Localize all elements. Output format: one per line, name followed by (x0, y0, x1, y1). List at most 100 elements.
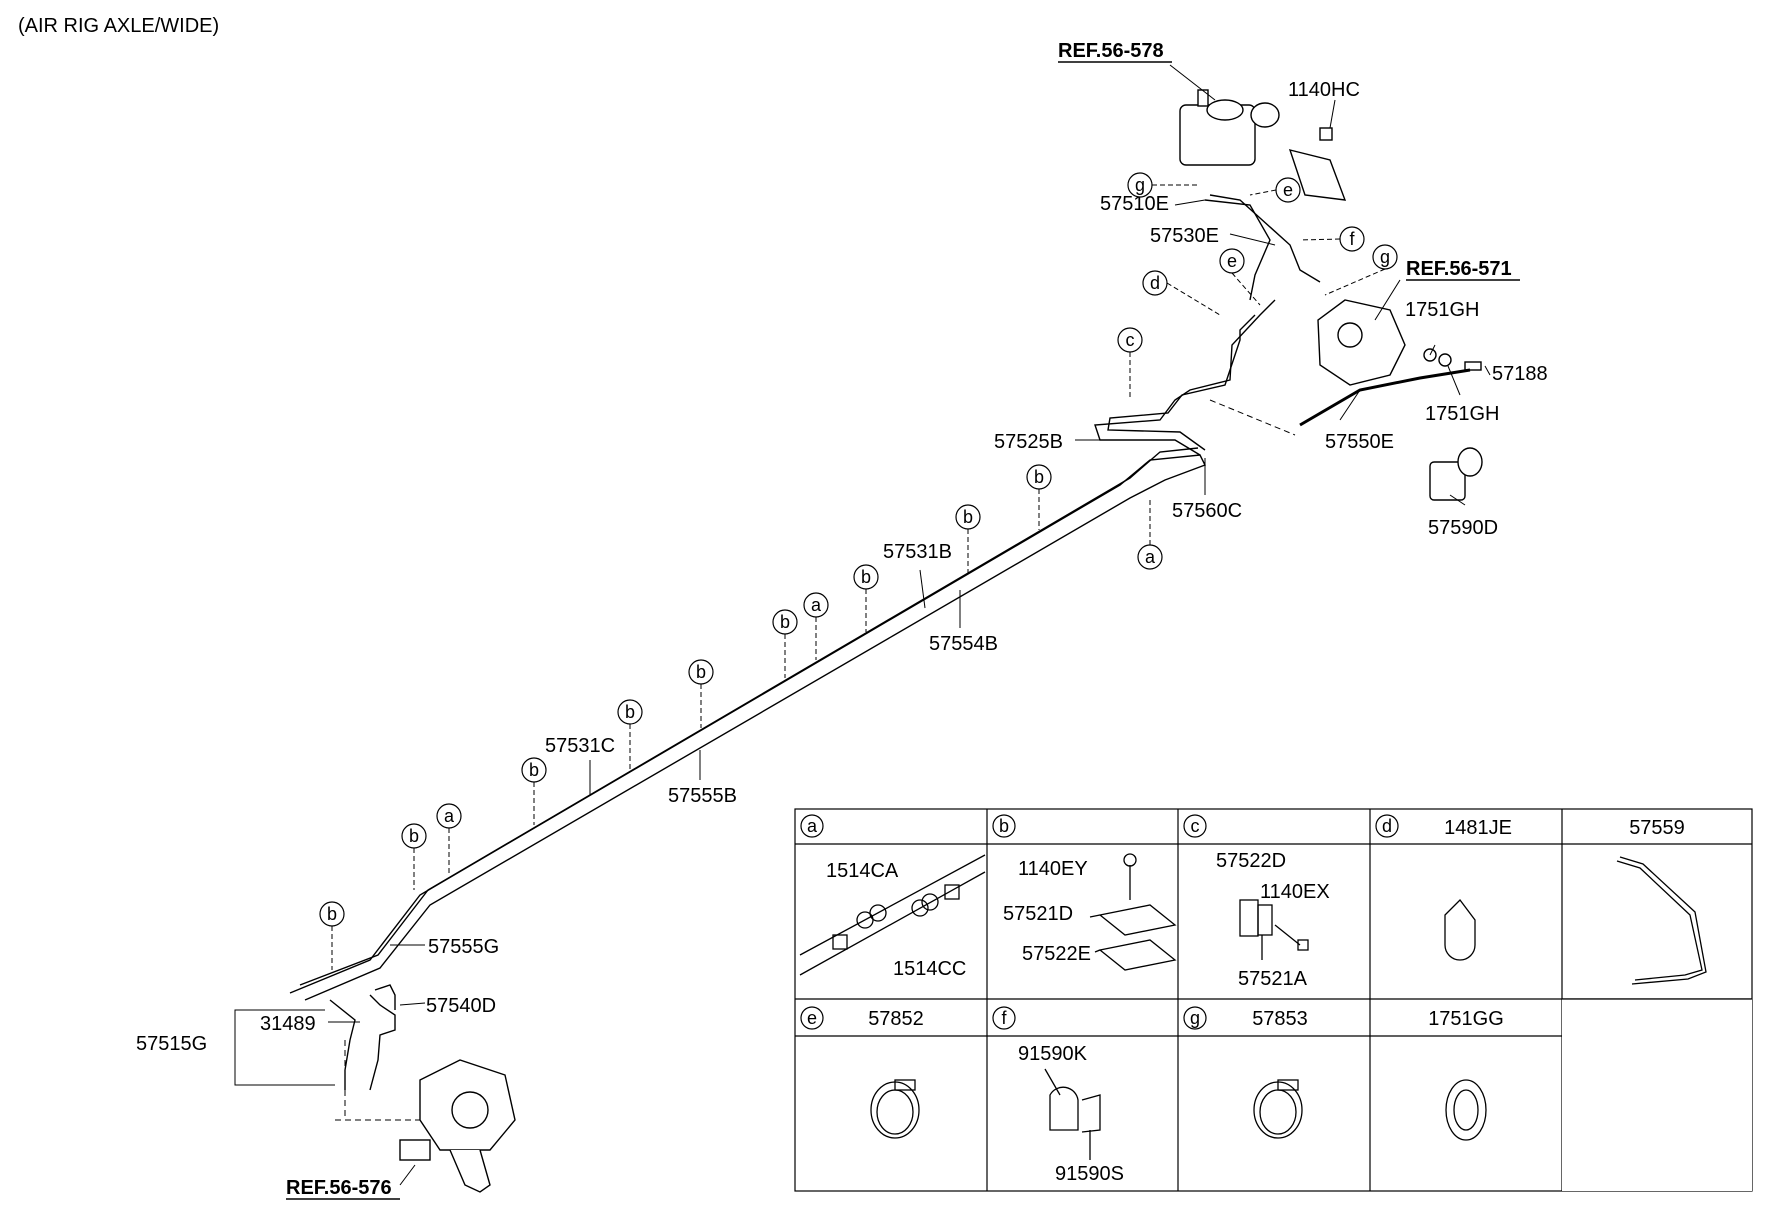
arrow-g-right (1324, 268, 1386, 296)
legend-circle-e (800, 1006, 824, 1030)
callout-b-5: b (696, 662, 706, 682)
label-57530E: 57530E (1150, 225, 1219, 247)
callout-e-mid: e (1227, 251, 1237, 271)
leader-ref-right (1374, 279, 1401, 321)
legend-letter-d: d (1382, 816, 1392, 836)
label-57590D: 57590D (1428, 517, 1498, 539)
legend-circle-b (992, 814, 1016, 838)
legend-letter-f: f (1001, 1008, 1007, 1028)
callout-g-top: g (1135, 175, 1145, 195)
arrow-e-mid (1231, 272, 1261, 306)
label-57531C: 57531C (545, 735, 615, 757)
legend-part-g2: 1751GG (1428, 1008, 1504, 1030)
leader-57188 (1484, 365, 1491, 376)
callout-a-3: a (444, 806, 455, 826)
legend-label-1140EX: 1140EX (1260, 881, 1330, 903)
leader-57510E (1174, 199, 1206, 206)
leader-57590D (1449, 494, 1466, 506)
label-57550E: 57550E (1325, 431, 1394, 453)
legend-circle-d (1375, 814, 1399, 838)
callout-b-9: b (327, 904, 337, 924)
ref-right-label[interactable]: REF.56-571 (1406, 258, 1512, 280)
callout-b-3: b (861, 567, 871, 587)
label-1751GH-b: 1751GH (1425, 403, 1500, 425)
leader-57540D (399, 1002, 426, 1006)
callout-b-8: b (409, 826, 419, 846)
legend-part-d: 1481JE (1444, 817, 1512, 839)
legend-circle-a (800, 814, 824, 838)
legend-circle-f (992, 1006, 1016, 1030)
secondary-brake-pipe (299, 447, 1199, 986)
leader-ref-top (1169, 64, 1216, 101)
leader-1751GH-a (1429, 344, 1436, 356)
callout-b-7: b (529, 760, 539, 780)
callout-d: d (1150, 273, 1160, 293)
legend-label-1140EY: 1140EY (1018, 858, 1088, 880)
legend-letter-a: a (807, 816, 818, 836)
callout-a-2: a (811, 595, 822, 615)
leader-1140HC (1329, 99, 1336, 129)
ref-top-label[interactable]: REF.56-578 (1058, 40, 1164, 62)
label-1751GH-a: 1751GH (1405, 299, 1480, 321)
pipe-57540D (369, 994, 396, 1091)
legend-circle-g (1183, 1006, 1207, 1030)
legend-table (794, 808, 1753, 1192)
washer-1751GG-icon (1445, 1079, 1487, 1141)
legend-label-1514CA: 1514CA (826, 860, 899, 882)
legend-label-1514CC: 1514CC (893, 958, 966, 980)
sensor-icon (1429, 447, 1483, 501)
clamp-block-icon (1089, 853, 1177, 971)
legend-letter-g: g (1190, 1008, 1200, 1028)
upper-pipe-57525B (1094, 299, 1276, 456)
pipe-57530E (1209, 194, 1321, 283)
label-31489: 31489 (260, 1013, 316, 1035)
ref-bottom-label[interactable]: REF.56-576 (286, 1177, 392, 1199)
leader-caliper (1209, 399, 1296, 436)
label-57540D: 57540D (426, 995, 496, 1017)
legend-circle-c (1183, 814, 1207, 838)
legend-letter-c: c (1191, 816, 1200, 836)
caliper-icon (1317, 299, 1406, 386)
label-1140HC: 1140HC (1288, 79, 1360, 101)
diagram-title: (AIR RIG AXLE/WIDE) (18, 15, 219, 37)
label-57525B: 57525B (994, 431, 1063, 453)
leader-57550E (1339, 389, 1361, 421)
clip-icon (1444, 899, 1476, 961)
legend-label-57522D: 57522D (1216, 850, 1286, 872)
label-57510E: 57510E (1100, 193, 1169, 215)
callout-b-6: b (625, 702, 635, 722)
label-57531B: 57531B (883, 541, 952, 563)
hose-clamp-g-icon (1253, 1079, 1303, 1139)
upper-pipe-57560C (1107, 314, 1256, 451)
callout-f: f (1349, 229, 1355, 249)
legend-part-e: 57852 (868, 1008, 924, 1030)
label-57554B: 57554B (929, 633, 998, 655)
legend-letter-b: b (999, 816, 1009, 836)
legend-label-91590K: 91590K (1018, 1043, 1088, 1065)
label-57515G: 57515G (136, 1033, 207, 1055)
callout-b-2: b (963, 507, 973, 527)
pipe-clip-icon (1044, 1068, 1101, 1160)
washer-icon (1423, 348, 1482, 371)
legend-label-57521D: 57521D (1003, 903, 1073, 925)
main-brake-pipe (289, 454, 1206, 1001)
arrow-d (1166, 282, 1221, 316)
pipe-31489 (329, 999, 356, 1090)
pipe-57510E (1204, 199, 1271, 301)
arrow-f (1299, 238, 1341, 241)
callout-a-1: a (1145, 547, 1156, 567)
callout-e-top: e (1283, 180, 1293, 200)
legend-label-57522E: 57522E (1022, 943, 1091, 965)
reservoir-icon (1179, 89, 1280, 166)
callout-c: c (1126, 330, 1135, 350)
hose-57550E (1299, 368, 1471, 427)
label-57555B: 57555B (668, 785, 737, 807)
hose-clamp-icon (870, 1079, 920, 1139)
arrow-e-top (1249, 189, 1277, 196)
label-57560C: 57560C (1172, 500, 1242, 522)
pipe-57515G (374, 984, 396, 1010)
legend-part-g: 57853 (1252, 1008, 1308, 1030)
legend-label-91590S: 91590S (1055, 1163, 1124, 1185)
valve-icon (399, 1059, 516, 1193)
